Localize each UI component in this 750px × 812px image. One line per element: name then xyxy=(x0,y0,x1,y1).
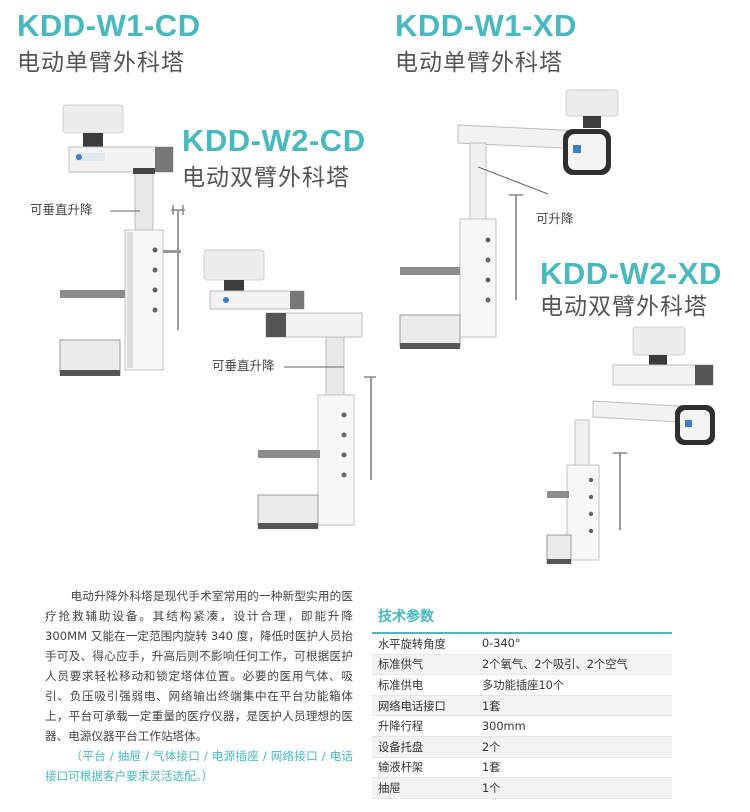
spec-rows: 水平旋转角度 0-340° 标准供气 2个氧气、2个吸引、2个空气 标准供电 多功能插… xyxy=(372,634,672,799)
name-kdd-w1-cd: 电动单臂外科塔 xyxy=(17,50,185,76)
callout-w1-cd: 可垂直升降 xyxy=(30,202,93,217)
spec-row: 输液杆架 1套 xyxy=(372,758,672,779)
callout-w2-cd: 可垂直升降 xyxy=(212,358,275,373)
name-kdd-w2-cd: 电动双臂外科塔 xyxy=(182,165,350,191)
spec-value: 1套 xyxy=(482,761,501,775)
product-illustration-w2-cd xyxy=(203,249,376,529)
spec-row: 水平旋转角度 0-340° xyxy=(372,634,672,655)
spec-key: 升降行程 xyxy=(378,720,424,734)
callout-w1-xd: 可升降 xyxy=(536,211,574,226)
spec-row: 设备托盘 2个 xyxy=(372,736,672,758)
name-kdd-w2-xd: 电动双臂外科塔 xyxy=(540,294,708,320)
spec-key: 水平旋转角度 xyxy=(378,637,446,651)
model-kdd-w1-cd: KDD-W1-CD xyxy=(17,8,201,43)
spec-value: 2个 xyxy=(482,740,501,754)
spec-value: 1套 xyxy=(482,699,501,713)
name-kdd-w1-xd: 电动单臂外科塔 xyxy=(395,50,563,76)
spec-title: 技术参数 xyxy=(372,606,672,634)
product-illustration-w1-cd xyxy=(59,104,185,376)
spec-key: 网络电话接口 xyxy=(378,699,446,713)
spec-row: 升降行程 300mm xyxy=(372,716,672,737)
callout-line-w1-cd xyxy=(110,210,140,212)
spec-row: 标准供电 多功能插座10个 xyxy=(372,675,672,696)
product-illustration-w1-xd xyxy=(399,89,619,349)
spec-key: 标准供气 xyxy=(378,658,424,672)
spec-key: 抽屉 xyxy=(378,781,401,795)
callout-line-w2-cd xyxy=(284,366,344,368)
spec-value: 300mm xyxy=(482,719,526,733)
spec-table: 技术参数 水平旋转角度 0-340° 标准供气 2个氧气、2个吸引、2个空气 标准供… xyxy=(372,606,672,799)
spec-value: 1个 xyxy=(482,781,501,795)
spec-key: 标准供电 xyxy=(378,678,424,692)
description-body: 电动升降外科塔是现代手术室常用的一种新型实用的医疗抢救辅助设备。其结构紧凑，设计… xyxy=(45,589,353,743)
callout-line-w1-xd xyxy=(478,166,549,195)
spec-value: 0-340° xyxy=(482,637,521,651)
spec-key: 设备托盘 xyxy=(378,740,424,754)
spec-row: 网络电话接口 1套 xyxy=(372,695,672,717)
spec-row: 标准供气 2个氧气、2个吸引、2个空气 xyxy=(372,654,672,676)
spec-value: 2个氧气、2个吸引、2个空气 xyxy=(482,658,628,672)
product-description: 电动升降外科塔是现代手术室常用的一种新型实用的医疗抢救辅助设备。其结构紧凑，设计… xyxy=(45,586,353,786)
spec-row: 抽屉 1个 xyxy=(372,778,672,799)
description-options-note: （平台 / 抽屉 / 气体接口 / 电源插座 / 网络接口 / 电话接口可根据客… xyxy=(45,749,353,783)
model-kdd-w2-xd: KDD-W2-XD xyxy=(540,256,722,291)
product-illustration-w2-xd xyxy=(546,326,715,564)
spec-key: 输液杆架 xyxy=(378,761,424,775)
spec-value: 多功能插座10个 xyxy=(482,678,565,692)
model-kdd-w1-xd: KDD-W1-XD xyxy=(395,8,577,43)
model-kdd-w2-cd: KDD-W2-CD xyxy=(182,123,366,158)
